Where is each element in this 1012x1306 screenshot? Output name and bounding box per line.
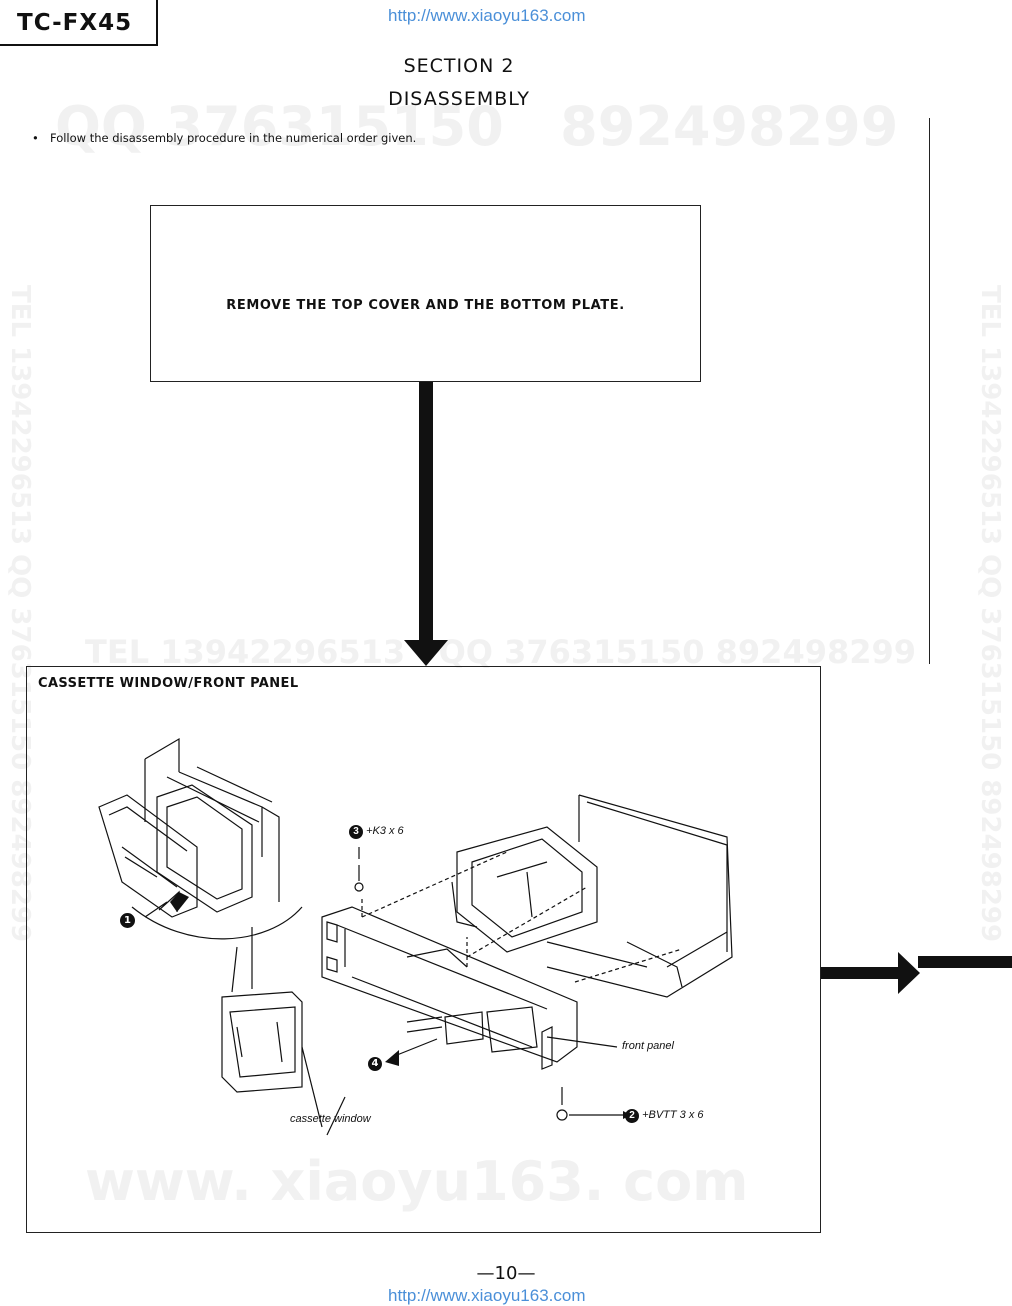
instruction-text: Follow the disassembly procedure in the …	[50, 131, 417, 145]
source-url-bottom[interactable]: http://www.xiaoyu163.com	[388, 1286, 586, 1305]
step2-number-icon: 2	[625, 1109, 639, 1123]
down-arrow-icon	[404, 382, 448, 666]
watermark-tel-mid: TEL 13942296513 QQ 376315150 892498299	[85, 633, 917, 671]
step1-box: REMOVE THE TOP COVER AND THE BOTTOM PLAT…	[150, 205, 701, 382]
section-title: DISASSEMBLY	[388, 88, 530, 110]
flow-bracket	[924, 118, 930, 664]
step1-number-icon: 1	[120, 913, 135, 928]
bullet-icon: •	[32, 131, 39, 145]
right-arrow-icon	[820, 952, 1012, 994]
source-url-top[interactable]: http://www.xiaoyu163.com	[388, 6, 586, 25]
watermark-qq-top: QQ 376315150 892498299	[55, 95, 899, 158]
page-number: —10—	[476, 1263, 536, 1284]
cassette-window-label: cassette window	[290, 1113, 371, 1125]
step2-callout: 2 +BVTT 3 x 6	[625, 1109, 704, 1123]
watermark-www-bottom: www. xiaoyu163. com	[85, 1150, 749, 1213]
section-number: SECTION 2	[403, 55, 515, 77]
exploded-view-illustration	[98, 737, 733, 1136]
step2-screw-label: +BVTT 3 x 6	[642, 1109, 704, 1121]
step1-instruction: REMOVE THE TOP COVER AND THE BOTTOM PLAT…	[226, 298, 625, 313]
step3-screw-label: +K3 x 6	[366, 825, 404, 837]
cassette-window-front-panel-box: CASSETTE WINDOW/FRONT PANEL	[26, 666, 821, 1233]
model-box	[0, 0, 158, 46]
model-label: TC-FX45	[17, 10, 133, 36]
front-panel-label: front panel	[622, 1040, 674, 1052]
step4-number-icon: 4	[368, 1057, 382, 1071]
watermark-tel-right: TEL 13942296513 QQ 376315150 892498299	[975, 285, 1005, 943]
instruction-note: • Follow the disassembly procedure in the…	[32, 131, 416, 145]
panel-title: CASSETTE WINDOW/FRONT PANEL	[38, 676, 299, 691]
step3-number-icon: 3	[349, 825, 363, 839]
step3-callout: 3 +K3 x 6	[349, 825, 404, 839]
